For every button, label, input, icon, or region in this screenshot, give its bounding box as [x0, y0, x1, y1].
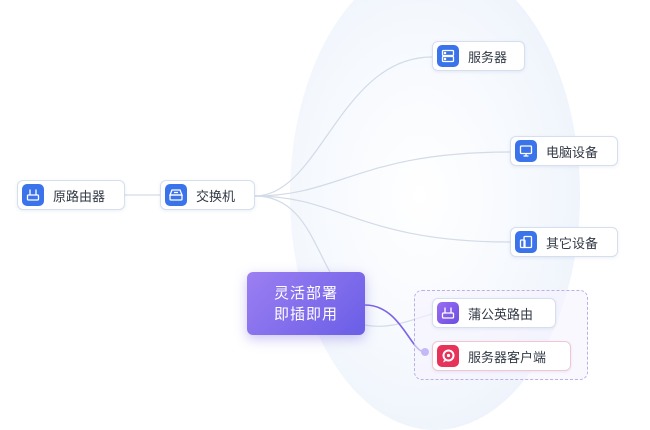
node-switch[interactable]: 交换机 [160, 180, 255, 210]
link-switch-server [254, 56, 433, 197]
node-computer-label: 电脑设备 [546, 145, 599, 161]
center-highlight-node[interactable]: 灵活部署 即插即用 [247, 272, 365, 335]
node-router-label: 原路由器 [53, 189, 106, 205]
node-server-label: 服务器 [468, 50, 508, 66]
switch-icon [165, 184, 187, 206]
node-pugongying[interactable]: 蒲公英路由 [432, 298, 556, 328]
client-logo-icon [437, 345, 459, 367]
node-client[interactable]: 服务器客户端 [432, 341, 571, 371]
link-switch-computer [254, 151, 511, 197]
node-pugongying-label: 蒲公英路由 [468, 307, 534, 323]
node-router[interactable]: 原路由器 [17, 180, 125, 210]
node-server[interactable]: 服务器 [432, 41, 525, 71]
node-computer[interactable]: 电脑设备 [510, 136, 618, 166]
monitor-icon [515, 140, 537, 162]
link-switch-center [254, 195, 331, 273]
node-other-label: 其它设备 [546, 236, 599, 252]
link-switch-other [254, 195, 511, 243]
center-line-1: 灵活部署 [273, 283, 338, 302]
node-client-label: 服务器客户端 [468, 350, 547, 366]
devices-icon [515, 231, 537, 253]
router-icon [437, 302, 459, 324]
node-switch-label: 交换机 [196, 189, 236, 205]
node-other[interactable]: 其它设备 [510, 227, 618, 257]
router-icon [22, 184, 44, 206]
center-line-2: 即插即用 [273, 304, 338, 323]
server-icon [437, 45, 459, 67]
